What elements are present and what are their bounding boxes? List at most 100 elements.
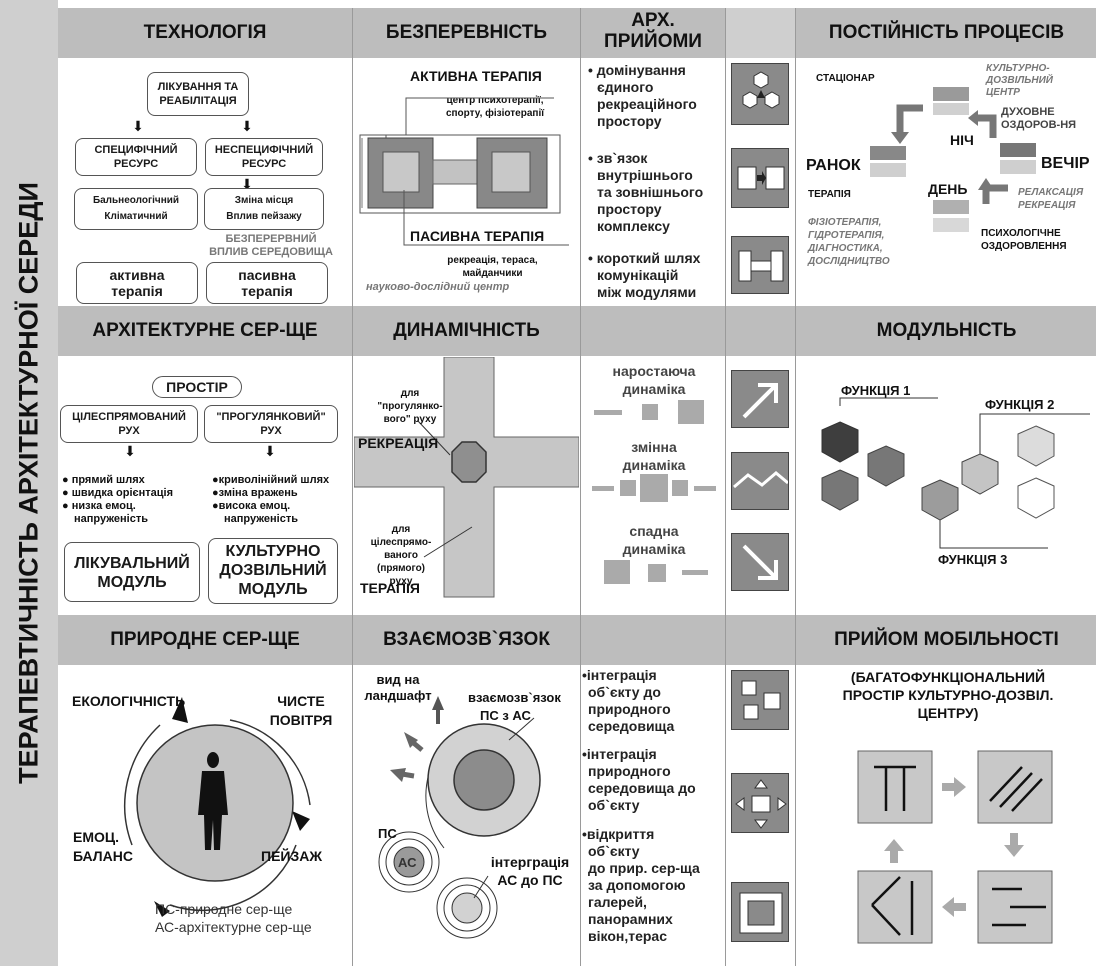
header-processes: ПОСТІЙНІСТЬ ПРОЦЕСІВ	[828, 22, 1065, 43]
day-bar-dark	[933, 200, 969, 214]
column-divider-4	[795, 8, 796, 966]
as-label: АС	[398, 855, 417, 870]
arrow-down-icon: ⬇	[241, 118, 253, 134]
process-arrows	[891, 104, 1008, 204]
zigzag-icon	[731, 452, 789, 510]
arrow-down-icon: ⬇	[241, 176, 253, 192]
evening-label: ВЕЧІР	[1041, 155, 1090, 172]
header-arch: АРХ.	[631, 10, 675, 31]
passive-therapy-title: ПАСИВНА ТЕРАПІЯ	[410, 228, 545, 244]
purposeful-list: ● прямий шлях ● швидка орієнтація ● низк…	[62, 474, 174, 525]
night-bar-light	[933, 103, 969, 115]
modularity-hexagons	[821, 397, 1090, 549]
ecology-label: ЕКОЛОГІЧНІСТЬ	[72, 693, 186, 709]
relation-label: взаємозв`язок	[468, 690, 561, 705]
recreation-label: РЕКРЕАЦІЯ	[358, 435, 439, 451]
crossroad-diagram	[354, 357, 579, 598]
header-nature: ПРИРОДНЕ СЕР-ЩЕ	[110, 629, 300, 650]
ps-as-label: ПС з АС	[480, 708, 531, 723]
arrow-down-icon: ⬇	[264, 443, 276, 459]
stationary-label: СТАЦІОНАР	[816, 73, 875, 84]
decreasing-arrow-icon	[731, 533, 789, 591]
decreasing-dynamics-graphic	[604, 560, 708, 584]
hexagon-cluster-icon	[731, 63, 789, 125]
inside-outside-icon	[731, 148, 789, 208]
emotional-balance-label: ЕМОЦ.БАЛАНС	[73, 829, 133, 864]
mobility-diagram	[857, 750, 1053, 944]
walk-label: для"прогулянко-вого" руху	[377, 388, 443, 425]
expand-arrows-icon	[731, 773, 789, 833]
therapy-label: ТЕРАПІЯ	[808, 189, 851, 200]
active-therapy-desc: центр психотерапії,спорту, фізіотерапії	[445, 95, 545, 119]
relation-method-2: •інтеграція природного середовища до об`…	[582, 746, 696, 813]
relation-diagram	[378, 696, 541, 939]
day-label: ДЕНЬ	[928, 181, 968, 197]
function-3-label: ФУНКЦІЯ 3	[938, 552, 1008, 567]
header-relation: ВЗАЄМОЗВ`ЯЗОК	[383, 629, 550, 650]
opening-frame-icon	[731, 882, 789, 942]
therapy-cross-label: ТЕРАПІЯ	[360, 580, 420, 596]
increasing-arrow-icon	[731, 370, 789, 428]
header-row-3	[58, 615, 1096, 665]
evening-bar-light	[1000, 160, 1036, 174]
nature-circle-diagram	[124, 697, 311, 917]
function-2-label: ФУНКЦІЯ 2	[985, 397, 1055, 412]
night-bar-dark	[933, 87, 969, 101]
walking-list: ●криволінійний шлях ●зміна вражень ●висо…	[212, 474, 330, 525]
header-methods: ПРИЙОМИ	[604, 31, 702, 52]
header-continuity: БЕЗПЕРЕВНІСТЬ	[385, 22, 548, 43]
arch-method-3: • короткий шлях комунікацій між модулями	[588, 250, 701, 300]
header-row-2	[58, 306, 1096, 356]
arch-method-1: • домінування єдиного рекреаційного прос…	[588, 62, 697, 129]
column-divider-3	[725, 8, 726, 966]
research-center-label: науково-дослідний центр	[366, 281, 510, 293]
landscape-label: ПЕЙЗАЖ	[261, 848, 322, 864]
column-divider-2	[580, 8, 581, 966]
passive-therapy-desc: рекреація, тераса,майданчики	[447, 255, 538, 279]
variable-dynamics-graphic	[592, 474, 716, 502]
short-path-icon	[731, 236, 789, 294]
morning-bar-light	[870, 163, 906, 177]
relation-method-1: •інтеграція об`єкту до природного середо…	[582, 667, 675, 734]
header-mobility: ПРИЙОМ МОБІЛЬНОСТІ	[834, 629, 1059, 650]
morning-label: РАНОК	[806, 157, 861, 174]
walking-box: "ПРОГУЛЯНКОВИЙ"РУХ	[204, 405, 338, 443]
morning-bar-dark	[870, 146, 906, 160]
vertical-title-band	[0, 0, 58, 966]
header-row-1	[58, 8, 1096, 58]
day-bar-light	[933, 218, 969, 232]
evening-bar-dark	[1000, 143, 1036, 157]
header-dynamics: ДИНАМІЧНІСТЬ	[393, 320, 540, 341]
physio-label: ФІЗІОТЕРАПІЯ,ГІДРОТЕРАПІЯ,ДІАГНОСТИКА,ДО…	[808, 217, 890, 267]
active-therapy-title: АКТИВНА ТЕРАПІЯ	[410, 68, 542, 84]
arrow-down-icon: ⬇	[132, 118, 144, 134]
continuity-diagram	[359, 97, 569, 246]
column-divider-1	[352, 8, 353, 966]
integration-squares-icon	[731, 670, 789, 730]
header-technology: ТЕХНОЛОГІЯ	[143, 22, 267, 43]
increasing-dynamics-graphic	[594, 400, 704, 424]
header-arch-env: АРХІТЕКТУРНЕ СЕР-ЩЕ	[92, 320, 318, 341]
space-box: ПРОСТІР	[152, 376, 242, 398]
header-gap-1	[725, 8, 795, 58]
function-1-label: ФУНКЦІЯ 1	[841, 383, 911, 398]
